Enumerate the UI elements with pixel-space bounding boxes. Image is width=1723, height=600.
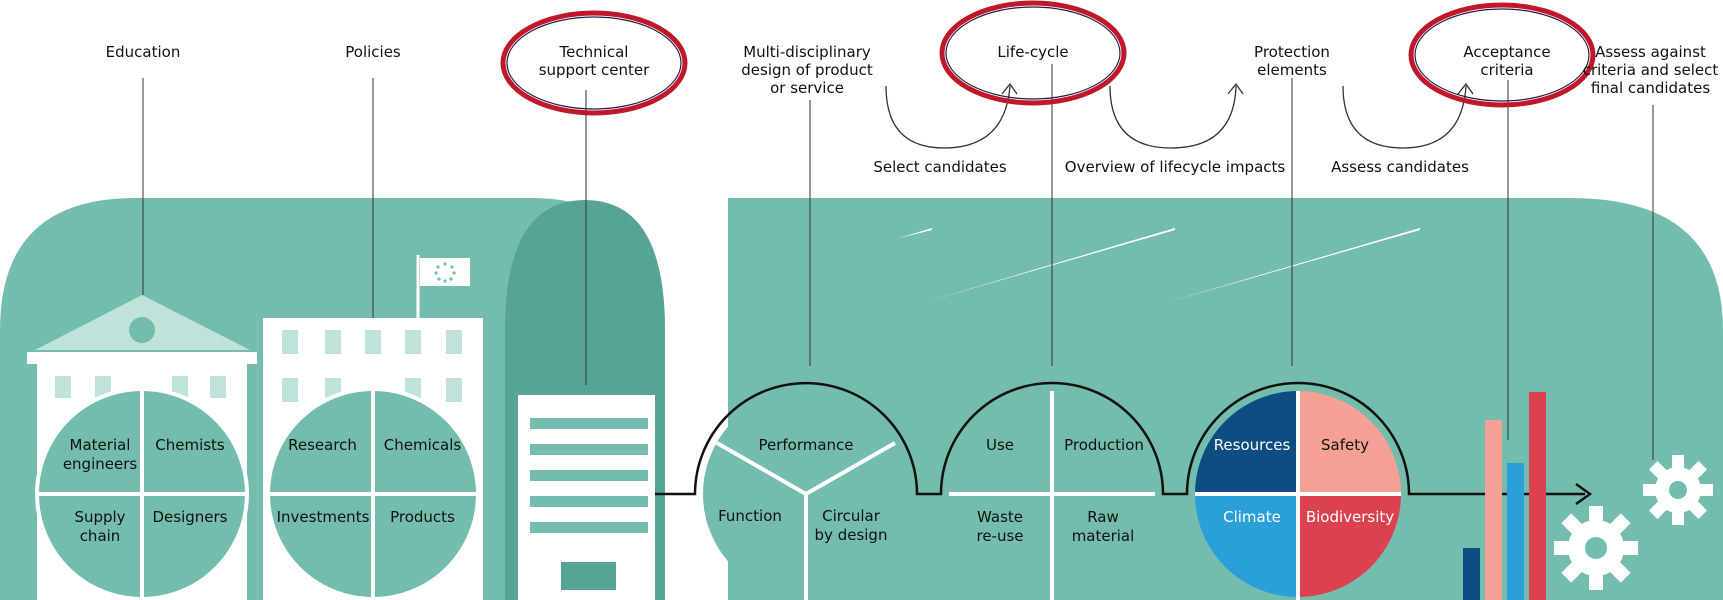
segment-investments: Investments [276,508,370,526]
label-multidisciplinary: Multi-disciplinary design of product or … [741,43,873,97]
segment-production: Production [1064,436,1144,454]
segment-chemicals: Chemicals [383,436,462,454]
connector-lines [142,64,1654,460]
quadrant-biodiversity [1298,494,1401,597]
segment-designers: Designers [152,508,228,526]
segment-resources: Resources [1213,436,1291,454]
education-roof-emblem [129,317,155,343]
label-assess-against: Assess against criteria and select final… [1582,43,1719,97]
segment-function: Function [718,507,782,525]
segment-climate: Climate [1223,508,1281,526]
segment-material-engineers: Material engineers [62,436,138,473]
bar-blue [1507,463,1524,600]
label-technical-support: Technical support center [538,43,650,79]
step-assess-candidates: Assess candidates [1331,158,1469,176]
tower-stripes [530,418,648,533]
segment-safety: Safety [1321,436,1369,454]
segment-biodiversity: Biodiversity [1305,508,1395,526]
segment-research: Research [288,436,357,454]
design-circle-dividers [716,441,896,600]
label-education: Education [105,43,181,61]
bar-salmon [1485,420,1502,600]
bar-navy [1463,548,1480,600]
label-protection: Protection elements [1254,43,1330,79]
label-life-cycle: Life-cycle [997,43,1069,61]
segment-use: Use [985,436,1015,454]
step-arrows [885,82,1474,149]
segment-circular-by-design: Circular by design [814,507,888,544]
step-select-candidates: Select candidates [873,158,1007,176]
label-acceptance: Acceptance criteria [1463,43,1551,79]
highlight-rings [500,0,1596,116]
segment-waste-reuse: Waste re-use [976,508,1024,545]
education-windows [55,376,226,398]
education-cornice [27,352,257,364]
segment-chemists: Chemists [155,436,225,454]
factory-sawtooth-fill [728,198,1420,300]
segment-products: Products [390,508,455,526]
segment-raw-material: Raw material [1071,508,1135,545]
segment-supply-chain: Supply chain [74,508,126,545]
gear-icon-small [1643,455,1713,525]
tower-door [561,562,616,590]
segment-performance: Performance [758,436,854,454]
process-line [655,381,1585,496]
quadrant-safety [1298,391,1401,494]
process-arrowhead [1575,482,1593,506]
step-overview-impacts: Overview of lifecycle impacts [1064,158,1286,176]
label-policies: Policies [345,43,401,61]
quadrant-climate [1195,494,1298,597]
quadrant-resources [1195,391,1298,494]
bar-red [1529,392,1546,600]
eu-flag-stars [434,262,456,283]
gear-icon-large [1554,506,1638,590]
